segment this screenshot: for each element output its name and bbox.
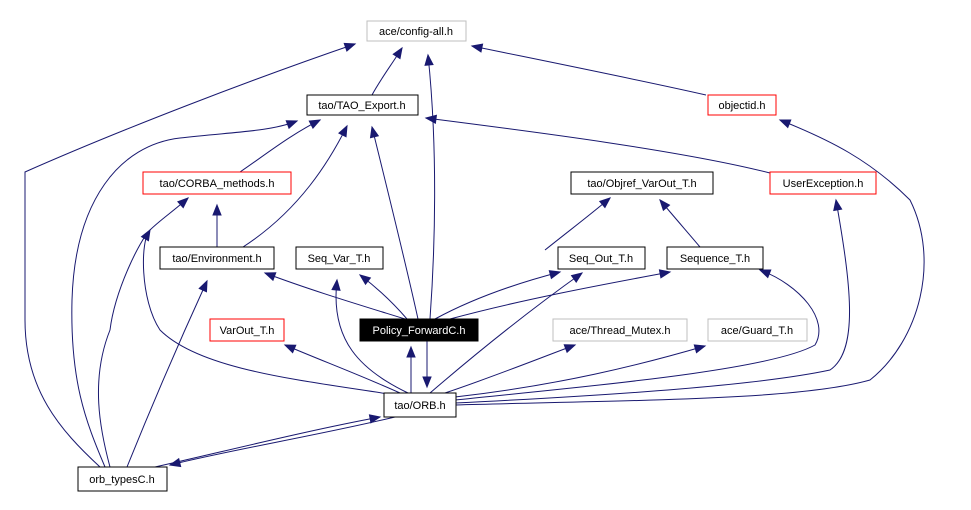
edge-orb-typesc-to-config-all-arrowhead	[343, 42, 357, 52]
node-tao-export[interactable]: tao/TAO_Export.h	[306, 94, 419, 116]
edge-objectid-to-config-all	[471, 45, 707, 96]
edge-orb-to-seq-var	[335, 279, 409, 394]
edge-policy-forward-to-orb-arrowhead	[422, 376, 432, 389]
node-orb-typesc[interactable]: orb_typesC.h	[77, 466, 168, 492]
svg-text:tao/TAO_Export.h: tao/TAO_Export.h	[318, 100, 405, 112]
edge-orb-typesc-to-environment-arrowhead	[198, 279, 208, 293]
node-userexception[interactable]: UserException.h	[769, 171, 877, 195]
svg-text:UserException.h: UserException.h	[783, 178, 864, 190]
edge-userexception-to-tao-export-arrowhead	[424, 114, 438, 125]
edge-objectid-to-config-all-arrowhead	[470, 43, 484, 53]
node-sequence-t[interactable]: Sequence_T.h	[666, 246, 764, 270]
edge-orb-typesc-to-tao-export	[71, 120, 298, 468]
node-seq-var[interactable]: Seq_Var_T.h	[295, 246, 384, 270]
svg-text:objectid.h: objectid.h	[718, 100, 765, 112]
edge-orb-to-varout	[284, 344, 401, 394]
edges-layer	[24, 42, 925, 468]
edge-policy-forward-to-tao-export-arrowhead	[369, 125, 380, 139]
edge-orb-typesc-to-orb-arrowhead	[368, 414, 382, 424]
svg-text:ace/Thread_Mutex.h: ace/Thread_Mutex.h	[570, 325, 671, 337]
edge-orb-to-orb-typesc	[169, 416, 396, 466]
svg-text:orb_typesC.h: orb_typesC.h	[89, 474, 154, 486]
svg-text:tao/Objref_VarOut_T.h: tao/Objref_VarOut_T.h	[587, 178, 696, 190]
edge-orb-to-thread-mutex	[444, 344, 576, 394]
edge-corba-methods-to-tao-export	[239, 119, 321, 173]
edge-orb-typesc-to-orb	[154, 416, 381, 468]
edge-policy-forward-to-config-all	[427, 54, 436, 320]
edge-environment-to-tao-export	[242, 125, 348, 248]
edge-policy-forward-to-seq-var-arrowhead	[358, 274, 372, 286]
edge-policy-forward-to-tao-export	[371, 126, 419, 320]
edge-orb-to-objectid	[454, 119, 925, 406]
edge-policy-forward-to-environment	[264, 272, 406, 320]
edge-orb-typesc-to-environment	[126, 280, 208, 468]
edge-policy-forward-to-environment-arrowhead	[263, 272, 277, 282]
node-orb[interactable]: tao/ORB.h	[383, 392, 457, 418]
edge-orb-to-environment	[143, 229, 396, 396]
node-objectid[interactable]: objectid.h	[707, 94, 777, 116]
svg-text:tao/CORBA_methods.h: tao/CORBA_methods.h	[160, 178, 275, 190]
edge-orb-to-userexception	[454, 199, 850, 404]
edge-orb-typesc-to-config-all	[24, 43, 356, 468]
node-environment[interactable]: tao/Environment.h	[159, 246, 275, 270]
node-corba-methods[interactable]: tao/CORBA_methods.h	[142, 171, 292, 195]
edge-userexception-to-tao-export	[425, 117, 771, 174]
svg-text:tao/Environment.h: tao/Environment.h	[172, 253, 261, 265]
svg-text:Policy_ForwardC.h: Policy_ForwardC.h	[373, 325, 466, 337]
edge-orb-to-userexception-arrowhead	[833, 198, 843, 212]
edge-corba-methods-to-tao-export-arrowhead	[308, 119, 322, 130]
node-policy-forward-focus[interactable]: Policy_ForwardC.h	[359, 318, 479, 342]
edge-policy-forward-to-seq-out	[434, 271, 561, 320]
edge-orb-typesc-to-tao-export-arrowhead	[285, 120, 299, 130]
node-config-all[interactable]: ace/config-all.h	[366, 20, 467, 42]
edge-orb-to-objectid-arrowhead	[778, 119, 792, 129]
edge-policy-forward-to-sequence-t	[449, 271, 671, 320]
edge-orb-to-guard-t-arrowhead	[693, 344, 707, 354]
edge-orb-to-sequence-t	[454, 269, 820, 401]
edge-orb-to-seq-out	[429, 272, 583, 394]
svg-text:ace/Guard_T.h: ace/Guard_T.h	[721, 325, 793, 337]
edge-tao-export-to-config-all-arrowhead	[392, 46, 403, 60]
svg-text:ace/config-all.h: ace/config-all.h	[379, 26, 453, 38]
edge-seq-out-to-objref-varout	[544, 197, 611, 251]
edge-policy-forward-to-config-all-arrowhead	[424, 53, 434, 66]
node-thread-mutex[interactable]: ace/Thread_Mutex.h	[552, 318, 688, 342]
node-seq-out[interactable]: Seq_Out_T.h	[557, 246, 646, 270]
nodes-layer: ace/config-all.h tao/TAO_Export.h object…	[77, 20, 877, 492]
edge-seq-out-to-objref-varout-arrowhead	[598, 197, 612, 209]
edge-orb-to-seq-out-arrowhead	[570, 272, 584, 283]
svg-text:VarOut_T.h: VarOut_T.h	[220, 325, 275, 337]
edge-orb-to-varout-arrowhead	[283, 344, 297, 354]
svg-text:Seq_Out_T.h: Seq_Out_T.h	[569, 253, 633, 265]
edge-orb-to-guard-t	[454, 345, 706, 398]
edge-orb-to-thread-mutex-arrowhead	[563, 344, 577, 354]
edge-environment-to-tao-export-arrowhead	[338, 124, 348, 138]
edge-sequence-t-to-objref-varout-arrowhead	[659, 198, 671, 212]
edge-orb-to-seq-var-arrowhead	[331, 278, 341, 291]
svg-text:tao/ORB.h: tao/ORB.h	[394, 400, 445, 412]
edge-environment-to-corba-methods-arrowhead	[212, 203, 222, 216]
edge-orb-to-sequence-t-arrowhead	[758, 269, 772, 279]
edge-orb-to-policy-forward-arrowhead	[406, 345, 416, 358]
edge-policy-forward-to-sequence-t-arrowhead	[658, 269, 672, 279]
edge-policy-forward-to-seq-out-arrowhead	[548, 270, 562, 280]
node-guard-t[interactable]: ace/Guard_T.h	[707, 318, 808, 342]
svg-text:Sequence_T.h: Sequence_T.h	[680, 253, 750, 265]
edge-orb-typesc-to-corba-methods	[97, 197, 189, 468]
edge-orb-typesc-to-corba-methods-arrowhead	[177, 197, 190, 209]
node-varout[interactable]: VarOut_T.h	[209, 318, 285, 342]
edge-orb-to-environment-arrowhead	[140, 228, 151, 242]
node-objref-varout[interactable]: tao/Objref_VarOut_T.h	[570, 171, 714, 195]
svg-text:Seq_Var_T.h: Seq_Var_T.h	[308, 253, 371, 265]
